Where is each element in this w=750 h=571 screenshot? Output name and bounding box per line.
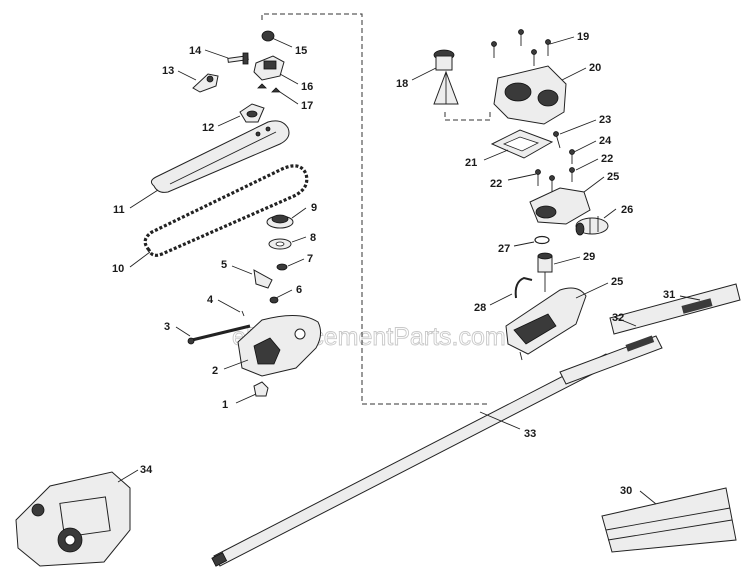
part-4-pin (241, 310, 245, 317)
part-1-nut (253, 381, 269, 397)
callout-15: 15 (295, 45, 307, 57)
part-12-guide-plate (239, 103, 265, 123)
part-13-tensioner (192, 73, 219, 93)
callout-24: 24 (599, 135, 612, 147)
part-27-o-ring (534, 235, 550, 245)
part-5-plate (253, 269, 273, 289)
part-22-screws (535, 167, 575, 192)
callout-7: 7 (307, 253, 313, 265)
callout-32: 32 (612, 312, 624, 324)
part-21-gasket (490, 129, 554, 159)
callout-14: 14 (189, 45, 202, 57)
callout-16: 16 (301, 81, 313, 93)
callout-20: 20 (589, 62, 601, 74)
callout-22-upper: 22 (601, 153, 613, 165)
part-15-bar-nut (261, 30, 275, 42)
part-25-lower-housing (505, 287, 587, 361)
callout-13: 13 (162, 65, 174, 77)
callout-19: 19 (577, 31, 589, 43)
callout-18: 18 (396, 78, 408, 90)
callout-5: 5 (221, 259, 227, 271)
part-31-upper-tube (609, 283, 741, 335)
part-25-upper-housing (529, 187, 591, 225)
callout-27: 27 (498, 243, 510, 255)
part-29-valve (537, 252, 553, 292)
callout-9: 9 (311, 202, 317, 214)
part-9-sprocket (266, 214, 294, 229)
part-32-lower-tube (559, 335, 663, 385)
callout-23: 23 (599, 114, 611, 126)
part-14-adjusting-screw (227, 52, 249, 65)
part-18-cap (433, 49, 459, 105)
leader-lines (117, 36, 701, 505)
part-30-grip (601, 487, 737, 553)
callout-8: 8 (310, 232, 316, 244)
part-24-screw (569, 149, 575, 164)
callout-29: 29 (583, 251, 595, 263)
callout-3: 3 (164, 321, 170, 333)
callout-26: 26 (621, 204, 633, 216)
callout-1: 1 (222, 399, 228, 411)
part-33-shaft (211, 353, 613, 567)
callout-30: 30 (620, 485, 632, 497)
callout-25-upper: 25 (607, 171, 619, 183)
part-16-bracket (253, 55, 285, 81)
part-17-screws (257, 83, 281, 93)
part-28-fuel-line (514, 276, 533, 299)
callout-21: 21 (465, 157, 477, 169)
callout-10: 10 (112, 263, 124, 275)
callout-31: 31 (663, 289, 675, 301)
callout-2: 2 (212, 365, 218, 377)
callout-4: 4 (207, 294, 214, 306)
callout-34: 34 (140, 464, 153, 476)
part-8-washer (268, 238, 292, 250)
part-2-gear-case (237, 315, 322, 377)
callout-28: 28 (474, 302, 486, 314)
callout-6: 6 (296, 284, 302, 296)
part-26-bushing (575, 216, 609, 236)
callout-22-lower: 22 (490, 178, 502, 190)
callout-labels: 1 2 3 4 5 6 7 8 9 10 11 12 13 14 15 16 1… (112, 31, 675, 497)
callout-11: 11 (113, 204, 125, 216)
part-3-bolt (187, 324, 251, 345)
callout-25-lower: 25 (611, 276, 623, 288)
part-10-saw-chain (143, 164, 309, 257)
callout-17: 17 (301, 100, 313, 112)
part-23-screw (553, 131, 561, 149)
assembly-boundary-line (261, 13, 491, 405)
callout-33: 33 (524, 428, 536, 440)
part-7-nut (276, 263, 288, 271)
part-34-powerhead (15, 471, 131, 567)
part-11-guide-bar (150, 120, 290, 193)
part-6-screw (269, 296, 279, 304)
callout-12: 12 (202, 122, 214, 134)
part-20-gear-housing (493, 65, 567, 125)
part-19-screws (491, 29, 551, 66)
